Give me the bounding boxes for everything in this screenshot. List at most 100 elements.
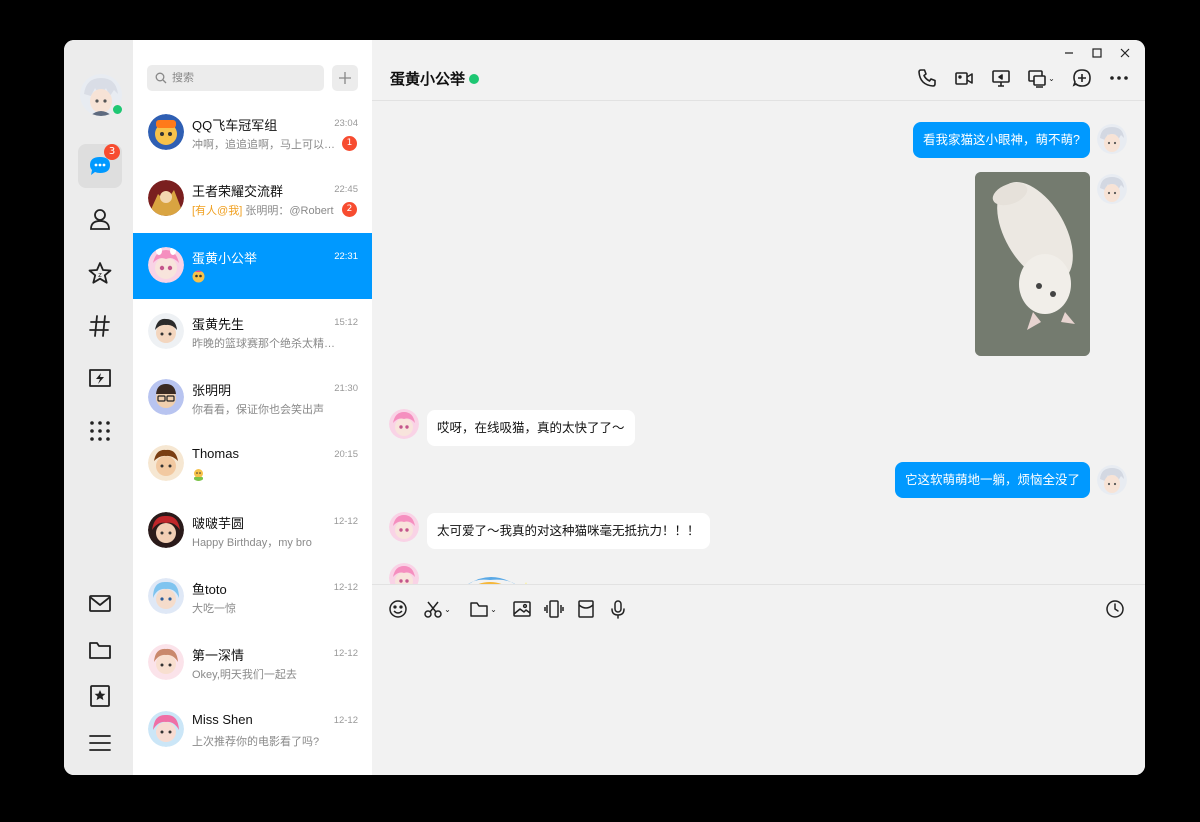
message-row-outgoing-image	[372, 172, 1145, 362]
chat-panel: 蛋黄小公举	[372, 40, 1145, 775]
voice-call-button[interactable]	[908, 66, 945, 90]
mention-tag: [有人@我]	[192, 205, 243, 218]
screen-share-button[interactable]	[982, 66, 1019, 90]
emoji-preview-icon	[194, 469, 203, 482]
svg-text:z: z	[98, 271, 102, 279]
remote-desktop-icon	[1028, 70, 1046, 88]
conversation-preview: 你看看，保证你也会笑出声	[192, 404, 324, 417]
unread-badge: 3	[104, 144, 120, 160]
message-input-area[interactable]: ⌄ ⌄	[372, 584, 1145, 775]
contact-avatar	[148, 246, 184, 283]
contacts-icon	[90, 209, 110, 230]
scissors-icon	[424, 601, 442, 618]
emoji-button[interactable]	[388, 597, 408, 621]
my-avatar[interactable]	[80, 74, 124, 116]
conversation-item-active[interactable]: 蛋黄小公举 22:31	[133, 232, 372, 299]
video-call-button[interactable]	[945, 66, 982, 90]
cat-photo[interactable]	[975, 172, 1090, 356]
conversation-preview: 上次推荐你的电影看了吗?	[192, 735, 320, 748]
conversation-time: 22:31	[334, 250, 358, 262]
conversation-time: 15:12	[334, 316, 358, 328]
add-button[interactable]	[332, 65, 358, 91]
search-icon	[155, 72, 167, 84]
chevron-down-icon: ⌄	[444, 604, 451, 614]
sticker-image[interactable]	[436, 572, 546, 584]
my-avatar-small	[1097, 124, 1127, 154]
unread-count-badge: 1	[342, 136, 357, 151]
chat-title: 蛋黄小公举	[390, 71, 466, 88]
search-input[interactable]	[172, 72, 312, 84]
folder-icon	[470, 602, 488, 617]
search-box[interactable]	[147, 65, 324, 91]
message-bubble[interactable]: 哎呀，在线吸猫，真的太快了了～	[427, 410, 635, 446]
conversation-name: 蛋黄小公举	[192, 250, 258, 266]
nav-bookmarks[interactable]	[78, 674, 122, 718]
contact-avatar	[148, 511, 184, 548]
red-envelope-icon	[578, 600, 594, 618]
conversation-preview: [有人@我] 张明明：@Robert	[192, 202, 334, 218]
nav-files[interactable]	[78, 628, 122, 672]
conversation-time: 20:15	[334, 449, 358, 461]
conversation-item[interactable]: QQ飞车冠军组 23:04 冲啊，追追追啊，马上可以超越 1	[133, 100, 372, 166]
nav-channels[interactable]	[78, 304, 122, 348]
image-icon	[513, 601, 531, 617]
preview-text: 张明明：@Robert	[245, 205, 334, 218]
nav-games[interactable]	[78, 356, 122, 400]
conversation-time: 12-12	[333, 582, 358, 594]
voice-message-button[interactable]	[608, 597, 628, 621]
nav-menu[interactable]	[78, 721, 122, 765]
add-member-button[interactable]	[1063, 66, 1100, 90]
conversation-item[interactable]: 蛋黄先生 15:12 昨晚的篮球赛那个绝杀太精彩了	[133, 299, 372, 365]
conversation-item[interactable]: 第一深情 12-12 Okey,明天我们一起去	[133, 630, 372, 696]
remote-assist-button[interactable]: ⌄	[1019, 66, 1063, 90]
send-file-button[interactable]: ⌄	[466, 597, 500, 621]
online-status-dot	[469, 74, 479, 84]
nav-favorites[interactable]: z	[78, 251, 122, 295]
conversation-preview: Happy Birthday，my bro	[192, 536, 312, 549]
conversation-name: QQ飞车冠军组	[192, 118, 278, 133]
input-toolbar: ⌄ ⌄	[388, 597, 640, 621]
message-history-button[interactable]	[1103, 597, 1127, 621]
close-button[interactable]	[1111, 45, 1139, 61]
minimize-button[interactable]	[1055, 45, 1083, 61]
more-options-button[interactable]	[1100, 66, 1137, 90]
conversation-time: 12-12	[333, 648, 358, 660]
plus-icon	[339, 72, 351, 84]
message-area[interactable]: 看我家猫这小眼神，萌不萌?	[372, 102, 1145, 584]
nav-contacts[interactable]	[78, 197, 122, 241]
window-controls	[1055, 45, 1139, 61]
conversation-item[interactable]: 张明明 21:30 你看看，保证你也会笑出声	[133, 365, 372, 431]
qq-window: 3 z	[64, 40, 1145, 775]
nav-rail: 3 z	[64, 40, 133, 775]
microphone-icon	[611, 600, 625, 619]
contact-avatar	[148, 445, 184, 482]
chevron-down-icon: ⌄	[490, 604, 497, 614]
screen-share-icon	[991, 70, 1010, 87]
my-avatar-small	[1097, 174, 1127, 204]
send-image-button[interactable]	[512, 597, 532, 621]
more-dots-icon	[1109, 76, 1128, 80]
conversation-item[interactable]: 啵啵芋圆 12-12 Happy Birthday，my bro	[133, 498, 372, 564]
nav-apps[interactable]	[78, 409, 122, 453]
message-bubble[interactable]: 它这软萌萌地一躺，烦恼全没了	[894, 462, 1090, 498]
maximize-button[interactable]	[1083, 45, 1111, 61]
bookmark-star-icon	[90, 685, 110, 707]
chat-header: 蛋黄小公举	[372, 40, 1145, 101]
nav-mail[interactable]	[78, 581, 122, 625]
nav-messages[interactable]: 3	[78, 144, 122, 188]
video-camera-icon	[954, 72, 973, 85]
conversation-item[interactable]: Miss Shen 12-12 上次推荐你的电影看了吗?	[133, 697, 372, 763]
conversation-item[interactable]: 王者荣耀交流群 22:45 [有人@我] 张明明：@Robert 2	[133, 166, 372, 232]
red-packet-button[interactable]	[576, 597, 596, 621]
screenshot-button[interactable]: ⌄	[420, 597, 454, 621]
sticker-preview-icon	[192, 270, 205, 283]
conversation-item[interactable]: Thomas 20:15	[133, 431, 372, 497]
maximize-icon	[1092, 48, 1102, 58]
clock-icon	[1106, 600, 1124, 618]
add-circle-icon	[1072, 69, 1091, 87]
conversation-item[interactable]: 鱼toto 12-12 大吃一惊	[133, 564, 372, 630]
shake-button[interactable]	[544, 597, 564, 621]
conversation-time: 23:04	[334, 118, 358, 129]
message-bubble[interactable]: 太可爱了～我真的对这种猫咪毫无抵抗力！！！	[427, 513, 710, 549]
message-bubble[interactable]: 看我家猫这小眼神，萌不萌?	[913, 122, 1090, 158]
